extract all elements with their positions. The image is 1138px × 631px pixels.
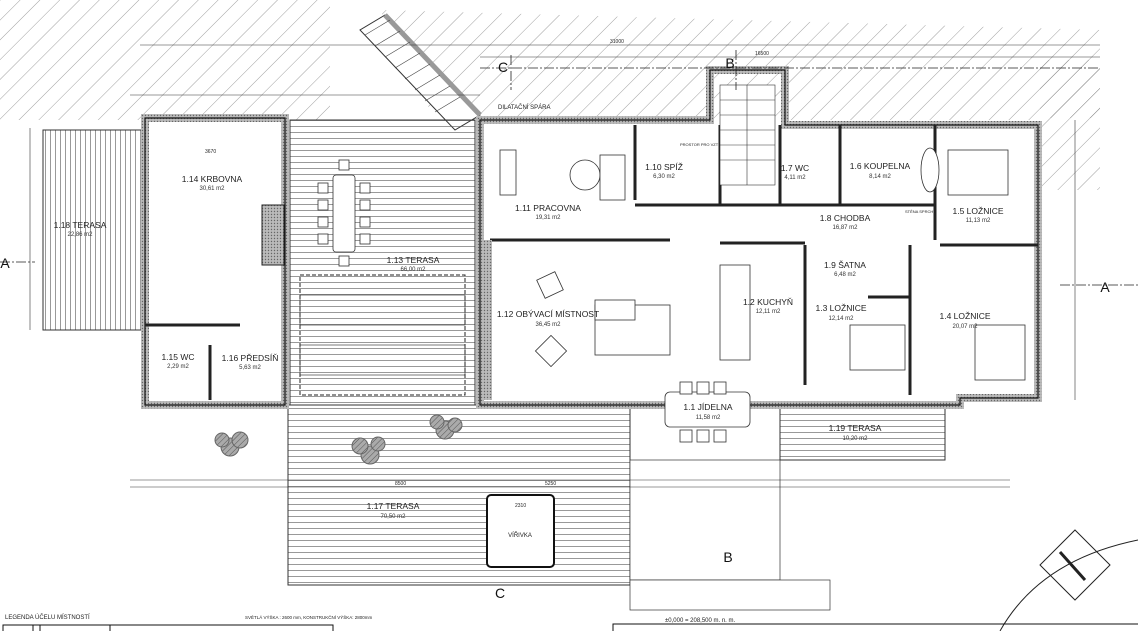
room-area: 5,63 m2 bbox=[239, 365, 261, 371]
dim-total: 31000 bbox=[610, 39, 624, 45]
room-area: 6,48 m2 bbox=[834, 272, 856, 278]
room-area: 19,31 m2 bbox=[535, 215, 561, 221]
fireplace bbox=[261, 204, 285, 266]
dim-terrace: 8500 bbox=[395, 481, 406, 487]
pantry-note: PROSTOR PRO VZT bbox=[680, 142, 719, 147]
shower-wall-label: STĚNA SPRCHY bbox=[905, 209, 936, 214]
room-name: 1.12 OBÝVACÍ MÍSTNOST bbox=[497, 309, 599, 319]
room-area: 8,14 m2 bbox=[869, 174, 891, 180]
dim-pool: 2310 bbox=[515, 503, 526, 509]
section-a-left: A bbox=[0, 255, 10, 271]
room-area: 12,14 m2 bbox=[828, 316, 854, 322]
exterior-walls bbox=[141, 66, 1042, 409]
hot-tub bbox=[486, 494, 555, 568]
furniture bbox=[317, 147, 1026, 443]
room-name: 1.3 LOŽNICE bbox=[815, 303, 866, 313]
room-area: 70,50 m2 bbox=[380, 514, 406, 520]
south-stairs bbox=[629, 459, 831, 611]
room-area: 6,30 m2 bbox=[653, 174, 675, 180]
terrain-hatch bbox=[0, 0, 1100, 190]
datum-note: ±0,000 = 208,500 m. n. m. bbox=[665, 618, 736, 624]
heights-note: SVĚTLÁ VÝŠKA : 2600 mm, KONSTRUKČNÍ VÝŠK… bbox=[245, 613, 373, 620]
terrace-1-17 bbox=[287, 404, 631, 586]
section-c-bottom: C bbox=[495, 585, 505, 601]
room-labels: 1.18 TERASA 22,86 m2 1.14 KRBOVNA 30,61 … bbox=[54, 161, 1004, 520]
dim-right: 16500 bbox=[755, 51, 769, 57]
legend-title: LEGENDA ÚČELU MÍSTNOSTÍ bbox=[5, 614, 90, 621]
interior-stairs bbox=[719, 84, 776, 186]
room-name: 1.9 ŠATNA bbox=[824, 260, 866, 270]
room-area: 22,86 m2 bbox=[67, 232, 93, 238]
north-arrow bbox=[999, 529, 1138, 631]
room-area: 11,13 m2 bbox=[966, 218, 991, 224]
room-name: 1.1 JÍDELNA bbox=[683, 402, 732, 412]
section-b-bottom: B bbox=[723, 549, 732, 565]
room-area: 2,29 m2 bbox=[167, 364, 189, 370]
exterior-stairs bbox=[359, 13, 482, 131]
terrace-1-13 bbox=[289, 119, 476, 406]
trees bbox=[214, 414, 463, 465]
section-c-top: C bbox=[498, 59, 508, 75]
dim-dining: 5250 bbox=[545, 481, 556, 487]
room-area: 20,07 m2 bbox=[952, 324, 978, 330]
hot-tub-label: VÍŘIVKA bbox=[508, 531, 532, 539]
room-name: 1.15 WC bbox=[161, 352, 194, 362]
room-name: 1.11 PRACOVNA bbox=[515, 203, 581, 213]
room-name: 1.19 TERASA bbox=[829, 423, 882, 433]
room-name: 1.13 TERASA bbox=[387, 255, 440, 265]
room-area: 4,11 m2 bbox=[784, 175, 806, 181]
pergola-outline bbox=[299, 274, 466, 396]
room-name: 1.6 KOUPELNA bbox=[850, 161, 911, 171]
terrace-1-19 bbox=[779, 404, 946, 461]
section-b-top: B bbox=[725, 55, 734, 71]
room-area: 10,20 m2 bbox=[842, 436, 868, 442]
interior-walls bbox=[145, 125, 1038, 400]
room-name: 1.2 KUCHYŇ bbox=[743, 297, 793, 307]
terrace-1-18 bbox=[42, 129, 144, 331]
room-name: 1.18 TERASA bbox=[54, 220, 107, 230]
room-area: 16,87 m2 bbox=[832, 225, 858, 231]
section-a-right: A bbox=[1100, 279, 1110, 295]
section-lines bbox=[0, 50, 1138, 286]
room-name: 1.5 LOŽNICE bbox=[952, 206, 1003, 216]
room-name: 1.4 LOŽNICE bbox=[939, 311, 990, 321]
room-area: 11,58 m2 bbox=[696, 415, 721, 421]
room-name: 1.10 SPÍŽ bbox=[645, 162, 683, 172]
room-name: 1.14 KRBOVNA bbox=[182, 174, 243, 184]
room-name: 1.17 TERASA bbox=[367, 501, 420, 511]
room-area: 12,11 m2 bbox=[756, 309, 781, 315]
room-name: 1.7 WC bbox=[781, 163, 809, 173]
dim-krbovna: 3670 bbox=[205, 149, 216, 155]
room-area: 36,45 m2 bbox=[535, 322, 561, 328]
room-area: 66,00 m2 bbox=[400, 267, 426, 273]
room-name: 1.8 CHODBA bbox=[820, 213, 871, 223]
room-name: 1.16 PŘEDSÍŇ bbox=[222, 353, 279, 363]
dimension-lines bbox=[29, 44, 1100, 488]
expansion-joint-label: DILATAČNÍ SPÁRA bbox=[498, 104, 550, 111]
legend-table bbox=[2, 623, 1138, 631]
room-area: 30,61 m2 bbox=[199, 186, 225, 192]
